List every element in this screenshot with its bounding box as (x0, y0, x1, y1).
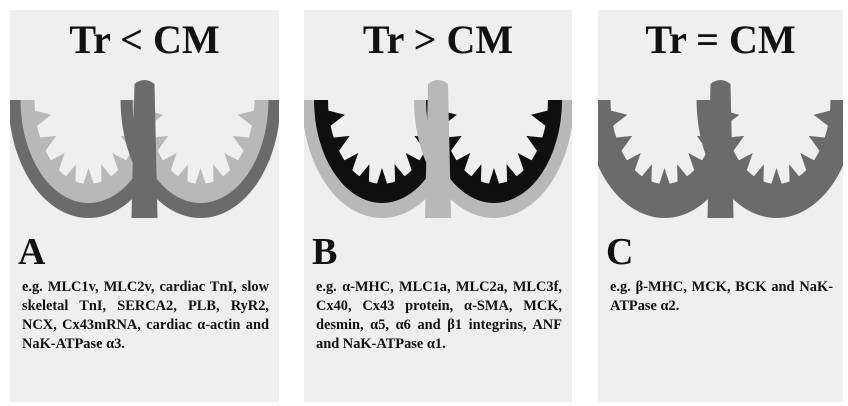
panel-c: Tr = CM C e.g. β-MHC, MCK, BCK and NaK- … (598, 10, 843, 402)
panel-caption: e.g. MLC1v, MLC2v, cardiac TnI, slow ske… (22, 278, 269, 354)
septum (708, 80, 734, 218)
panel-letter: A (18, 232, 45, 272)
septum (132, 80, 158, 218)
heart-diagram (304, 78, 572, 248)
panel-b: Tr > CM B e.g. α-MHC, MLC1a, MLC2a, MLC3… (304, 10, 572, 402)
heart-group (10, 80, 279, 218)
panel-title: Tr > CM (304, 16, 572, 64)
panel-title: Tr < CM (10, 16, 279, 64)
panel-letter: C (606, 232, 633, 272)
septum (425, 80, 451, 218)
panel-caption: e.g. β-MHC, MCK, BCK and NaK- ATPase α2. (610, 278, 833, 316)
panel-letter: B (312, 232, 337, 272)
panel-title: Tr = CM (598, 16, 843, 64)
heart-group (598, 80, 843, 218)
heart-group (304, 80, 572, 218)
panel-caption: e.g. α-MHC, MLC1a, MLC2a, MLC3f, Cx40, C… (316, 278, 562, 354)
panel-a: Tr < CM A e.g. MLC1v, MLC2v, cardiac TnI… (10, 10, 279, 402)
heart-diagram (10, 78, 279, 248)
heart-diagram (598, 78, 843, 248)
